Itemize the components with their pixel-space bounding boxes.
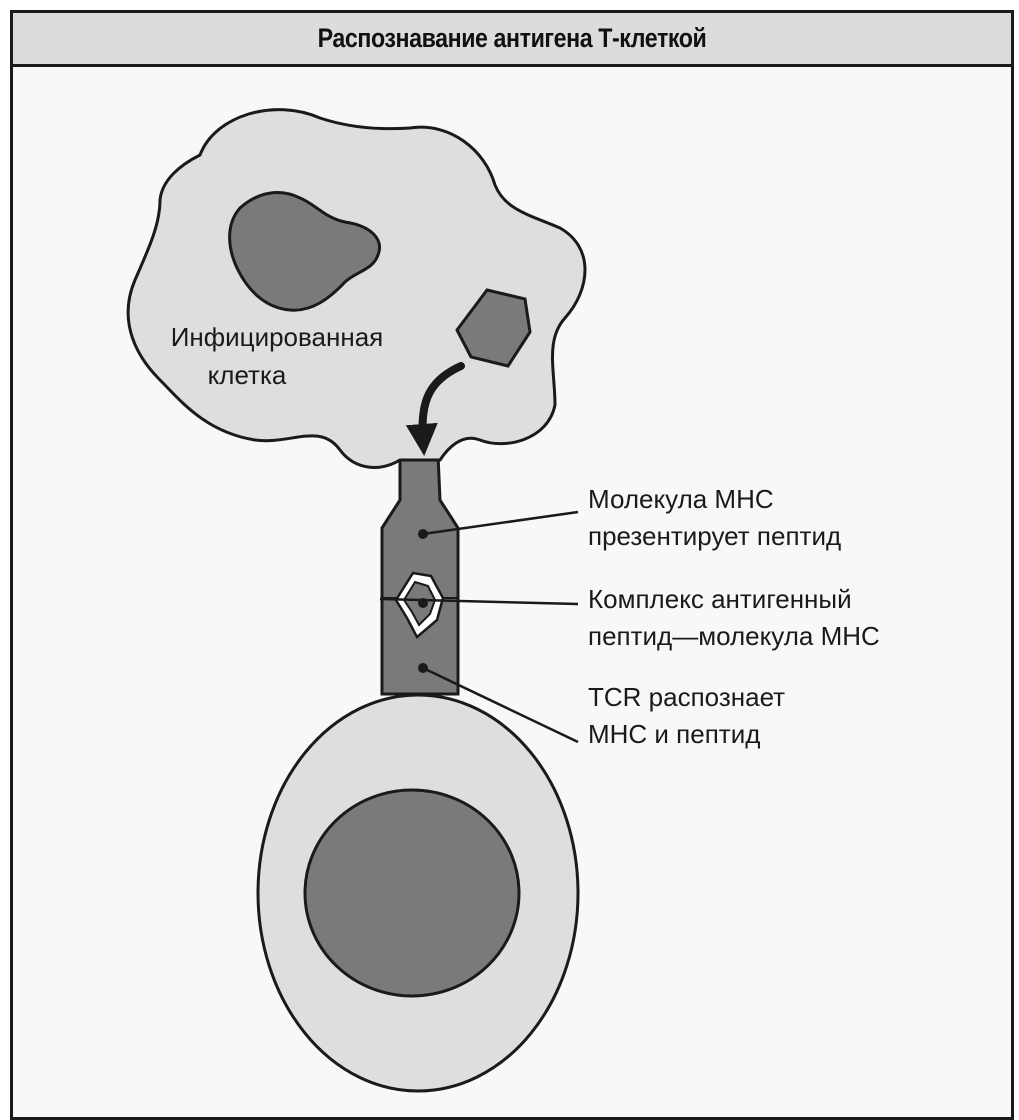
mhc-label-line2: презентирует пептид bbox=[588, 521, 841, 551]
tcr-label-line1: TCR распознает bbox=[588, 682, 785, 712]
receptor-stalk bbox=[382, 455, 458, 694]
t-cell-nucleus bbox=[305, 790, 519, 996]
complex-label-line2: пептид—молекула МНС bbox=[588, 621, 880, 651]
annotations: Молекула МНС презентирует пептид Комплек… bbox=[588, 484, 880, 749]
infected-cell-label-line2: клетка bbox=[208, 360, 287, 390]
complex-label-line1: Комплекс антигенный bbox=[588, 584, 852, 614]
tcr-label-line2: МНС и пептид bbox=[588, 719, 760, 749]
infected-cell-body bbox=[128, 110, 585, 468]
infected-cell-label-line1: Инфицированная bbox=[171, 322, 384, 352]
mhc-label-line1: Молекула МНС bbox=[588, 484, 774, 514]
infected-cell: Инфицированная клетка bbox=[128, 110, 585, 468]
t-cell bbox=[258, 695, 578, 1091]
